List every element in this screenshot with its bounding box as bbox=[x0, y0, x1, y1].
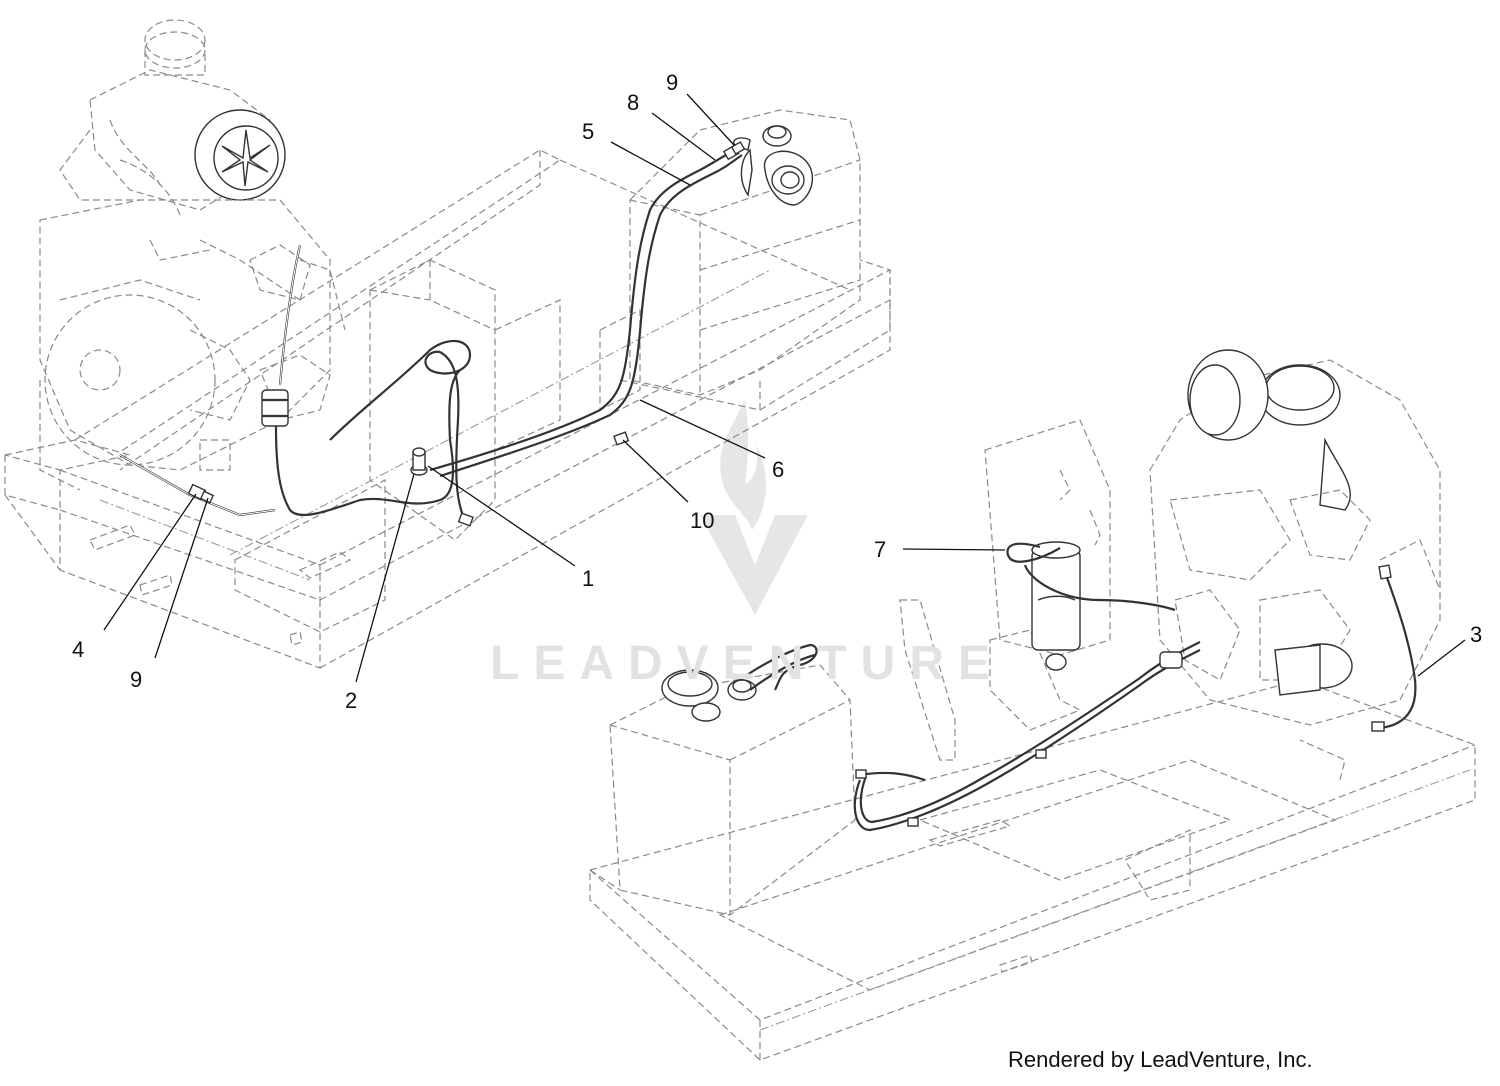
left-fuel-tank bbox=[619, 109, 891, 411]
right-frame bbox=[589, 419, 1476, 1061]
callout-9-top: 9 bbox=[666, 70, 678, 95]
left-fuel-lines bbox=[119, 141, 746, 527]
right-engine bbox=[1149, 349, 1441, 726]
callout-6: 6 bbox=[772, 457, 784, 482]
callout-4: 4 bbox=[72, 637, 84, 662]
right-fuel-tank bbox=[589, 664, 856, 916]
left-engine bbox=[39, 19, 346, 491]
watermark-text: LEADVENTURE bbox=[490, 637, 1005, 690]
callout-2: 2 bbox=[345, 688, 357, 713]
callout-3: 3 bbox=[1470, 622, 1482, 647]
credit-text: Rendered by LeadVenture, Inc. bbox=[1008, 1047, 1313, 1072]
watermark-logo bbox=[700, 400, 808, 615]
callout-9-bottom: 9 bbox=[130, 667, 142, 692]
callout-7: 7 bbox=[874, 537, 886, 562]
right-fuel-lines bbox=[739, 541, 1417, 832]
callout-1: 1 bbox=[582, 566, 594, 591]
callout-10: 10 bbox=[690, 508, 714, 533]
callout-leaders bbox=[103, 93, 1466, 683]
callout-5: 5 bbox=[582, 119, 594, 144]
callout-8: 8 bbox=[627, 90, 639, 115]
